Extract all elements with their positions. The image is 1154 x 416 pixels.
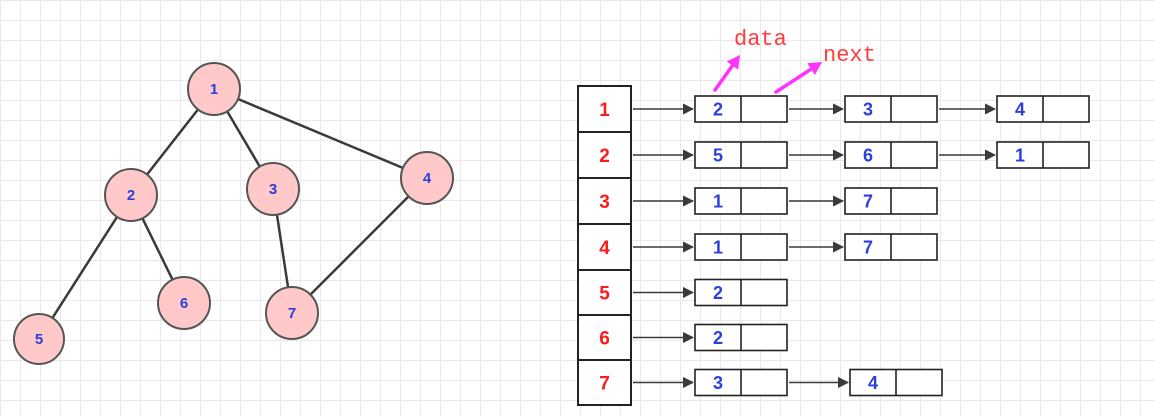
list-node: 4: [849, 368, 943, 397]
annotations: data next: [713, 27, 876, 94]
graph-node-label: 2: [127, 187, 135, 204]
list-node: 1: [996, 141, 1090, 169]
next-annotation-arrow: [774, 62, 822, 94]
graph-node-label: 7: [288, 305, 296, 322]
list-node: 1: [694, 233, 845, 261]
graph-edge-2-5: [51, 216, 119, 319]
list-node-data: 1: [1015, 146, 1025, 166]
adjacency-row-2: 2 5 6 1: [577, 131, 1090, 179]
graph-node-circle: [265, 286, 319, 340]
list-node-data: 5: [713, 146, 723, 166]
next-annotation: next: [823, 43, 876, 68]
graph-edge-1-3: [226, 110, 261, 168]
list-node-data: 7: [863, 238, 873, 258]
graph-node-circle: [157, 276, 211, 330]
list-node: 2: [694, 323, 788, 352]
list-node: 3: [844, 95, 997, 123]
graph-node-label: 6: [180, 295, 188, 312]
list-node: 1: [694, 187, 845, 215]
adjacency-row-3: 3 1 7: [577, 177, 938, 225]
data-annotation: data: [734, 27, 787, 52]
graph-edge-3-7: [275, 214, 290, 288]
index-cell: [577, 314, 632, 361]
graph-node-1: 1: [187, 62, 241, 116]
index-label: 6: [599, 329, 610, 350]
graph-node-label: 4: [423, 170, 432, 187]
list-node: 6: [844, 141, 997, 169]
list-node: 4: [996, 95, 1090, 123]
index-label: 2: [599, 146, 610, 167]
list-node-data: 3: [713, 373, 723, 393]
graph-node-2: 2: [104, 168, 158, 222]
list-node: 5: [694, 141, 845, 169]
index-label: 3: [599, 192, 610, 213]
list-node-data: 7: [863, 192, 873, 212]
list-node-data: 4: [1015, 100, 1025, 120]
graph-node-5: 5: [13, 313, 65, 365]
index-cell: [577, 177, 632, 225]
graph-edge-2-6: [141, 217, 174, 281]
graph-node-circle: [246, 162, 300, 216]
adjacency-row-4: 4 1 7: [577, 223, 938, 271]
index-cell: [577, 269, 632, 316]
list-node-data: 1: [713, 192, 723, 212]
list-node-data: 2: [713, 328, 723, 348]
list-node-data: 2: [713, 283, 723, 303]
graph-edge-4-7: [309, 195, 410, 296]
index-cell: [577, 359, 632, 406]
graph-node-circle: [104, 168, 158, 222]
list-node-data: 6: [863, 146, 873, 166]
graph-edges: [51, 97, 410, 319]
list-node: 7: [844, 233, 938, 261]
list-node: 2: [694, 95, 845, 123]
list-node: 2: [694, 278, 788, 307]
list-node-data: 3: [863, 100, 873, 120]
graph-node-label: 1: [210, 81, 218, 98]
graph-node-label: 5: [35, 331, 43, 348]
list-node: 7: [844, 187, 938, 215]
graph-node-4: 4: [400, 151, 454, 205]
graph-nodes: 1 2 3 4 5 6 7: [13, 62, 454, 365]
index-label: 7: [599, 374, 610, 395]
graph-node-circle: [187, 62, 241, 116]
index-label: 5: [599, 284, 610, 305]
index-label: 1: [599, 100, 610, 121]
list-node-data: 1: [713, 238, 723, 258]
adjacency-row-7: 7 3 4: [577, 359, 943, 406]
list-node-data: 4: [868, 373, 878, 393]
list-node-data: 2: [713, 100, 723, 120]
graph-node-6: 6: [157, 276, 211, 330]
list-node: 3: [694, 368, 850, 397]
index-cell: [577, 131, 632, 179]
graph-edge-1-4: [237, 97, 404, 170]
graph-edge-1-2: [146, 108, 199, 176]
index-cell: [577, 85, 632, 133]
data-annotation-arrow: [713, 55, 740, 92]
graph-node-3: 3: [246, 162, 300, 216]
index-label: 4: [599, 238, 610, 259]
graph-node-label: 3: [269, 181, 277, 198]
adjacency-row-1: 1 2 3 4: [577, 85, 1090, 133]
graph-node-circle: [400, 151, 454, 205]
graph-node-circle: [13, 313, 65, 365]
graph-node-7: 7: [265, 286, 319, 340]
